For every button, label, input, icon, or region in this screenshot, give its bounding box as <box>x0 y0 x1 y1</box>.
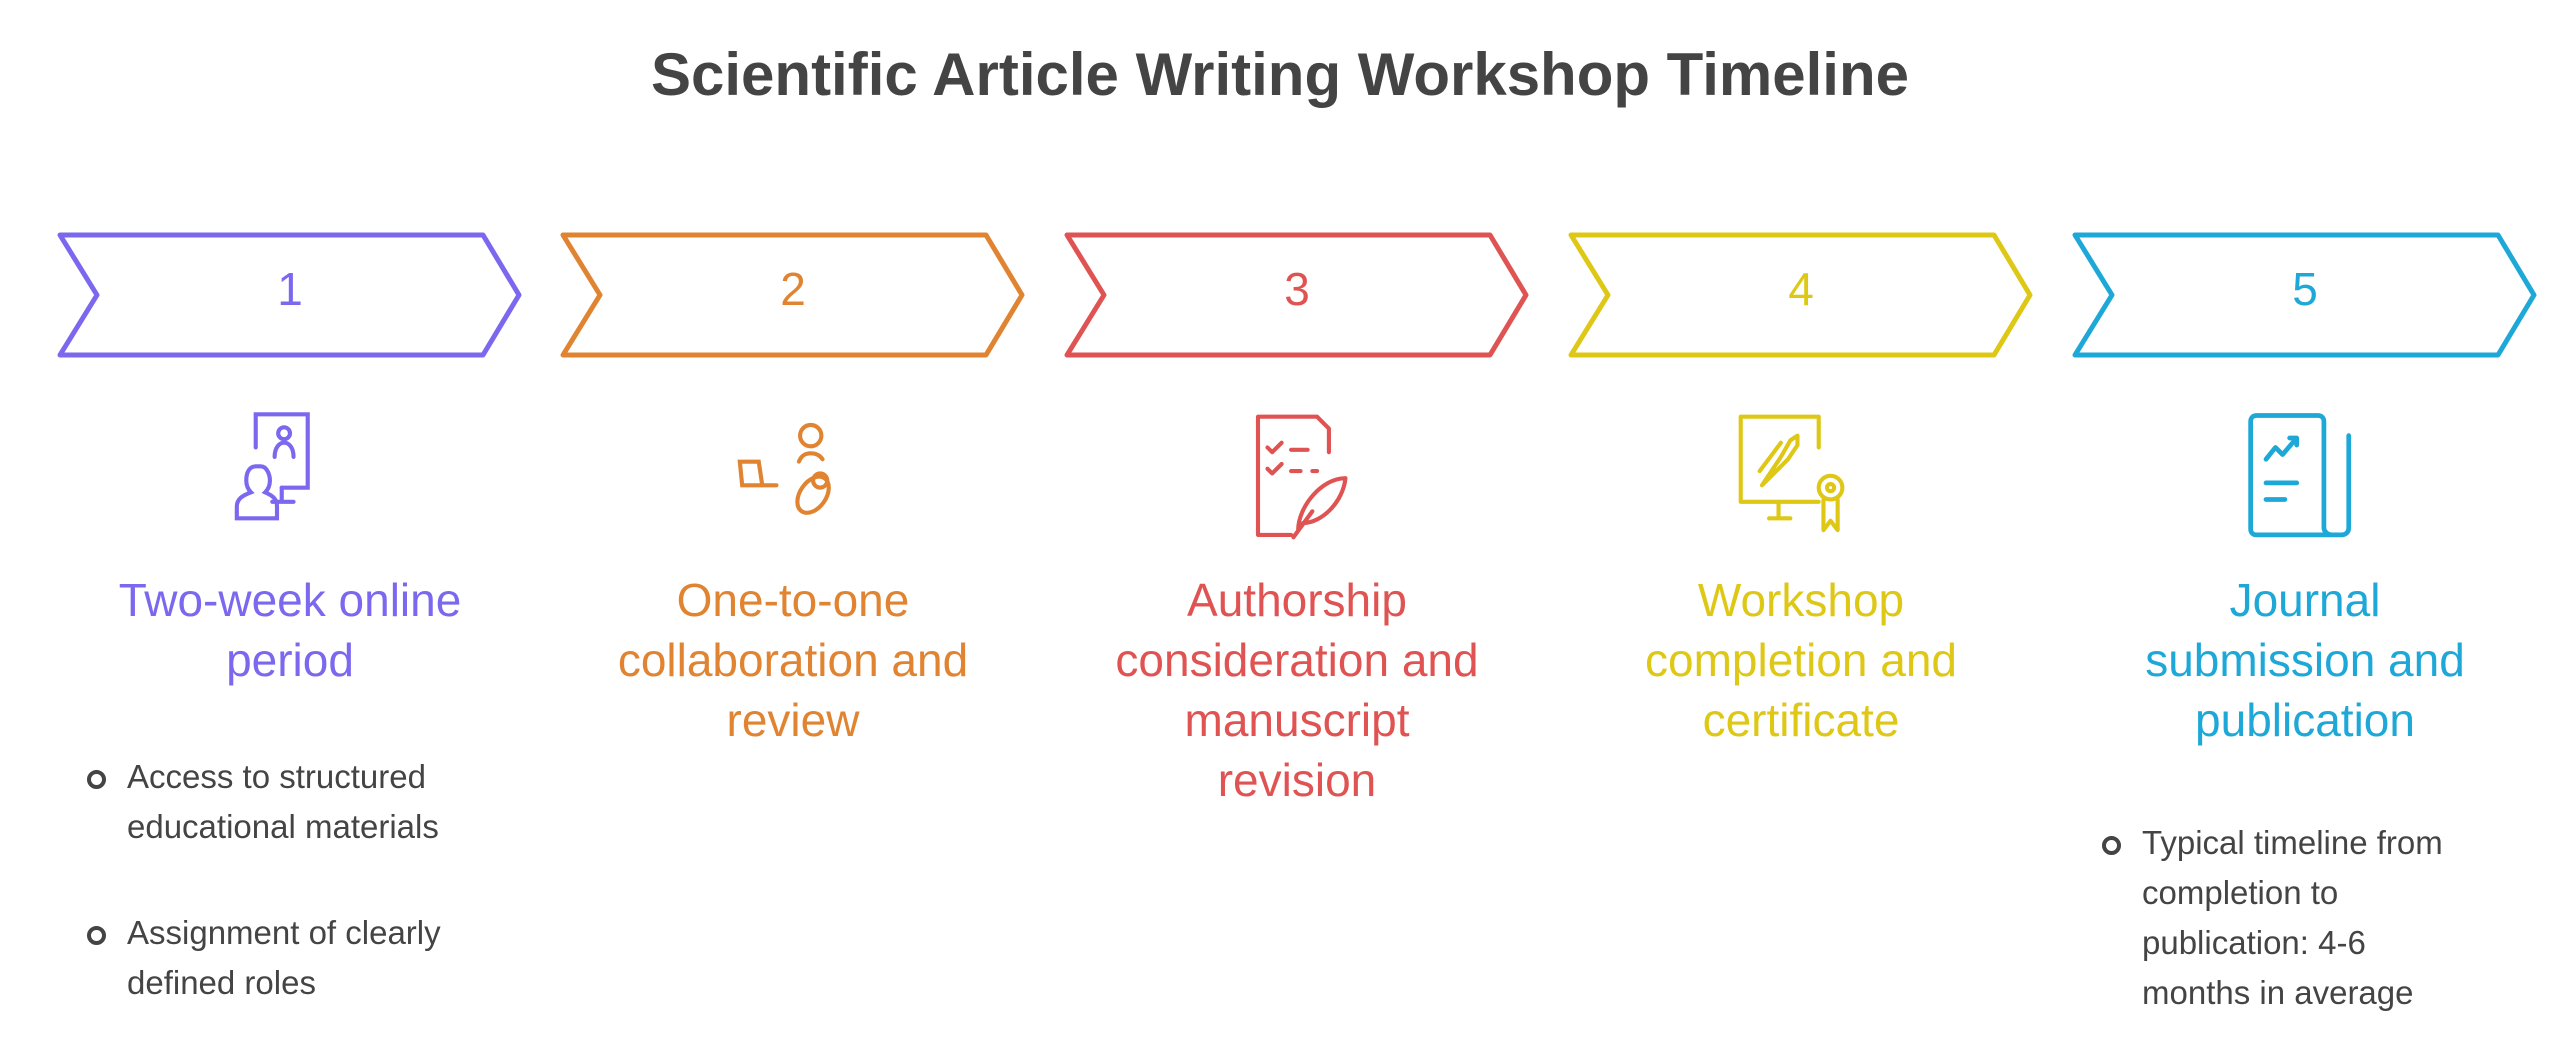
chevron-shape <box>57 232 522 358</box>
step-number: 4 <box>1788 263 1814 315</box>
bullet-item: Typical timeline from completion to publ… <box>2102 818 2482 1018</box>
step-label: Two-week online period <box>118 574 462 686</box>
chevron-shape <box>560 232 1025 358</box>
page-title: Scientific Article Writing Workshop Time… <box>650 41 1909 108</box>
timeline-step-3: 3 Authorship consideration and manuscrip… <box>1064 0 1567 1055</box>
bullet-circle-icon <box>87 926 106 945</box>
bullet-text: Access to structured educational materia… <box>127 758 439 845</box>
certificate-icon <box>1568 412 2034 547</box>
step-number: 5 <box>2292 263 2318 315</box>
step-number: 2 <box>780 263 806 315</box>
step-number: 3 <box>1284 263 1310 315</box>
document-edit-icon <box>1064 412 1530 547</box>
step-label: Authorship consideration and manuscript … <box>1115 574 1479 806</box>
bullet-text: Typical timeline from completion to publ… <box>2142 824 2443 1011</box>
chevron-shape <box>1064 232 1529 358</box>
bullet-circle-icon <box>2102 836 2121 855</box>
online-presentation-icon <box>57 412 523 547</box>
timeline-step-2: 2 One-to-one collaboration and review <box>560 0 1063 1055</box>
collaboration-icon <box>560 412 1026 547</box>
bullet-item: Assignment of clearly defined roles <box>87 908 527 1008</box>
journal-publication-icon <box>2072 412 2538 547</box>
chevron-shape <box>1568 232 2033 358</box>
step-label: Workshop completion and certificate <box>1645 574 1957 746</box>
timeline-step-5: 5 Journal submission and publication Typ… <box>2072 0 2560 1055</box>
chevron-shape <box>2072 232 2537 358</box>
timeline-step-4: 4 Workshop completion and certificate <box>1568 0 2071 1055</box>
bullet-item: Access to structured educational materia… <box>87 752 527 852</box>
timeline-step-1: 1 Two-week online period Access to struc… <box>57 0 560 1055</box>
bullet-text: Assignment of clearly defined roles <box>127 914 441 1001</box>
step-number: 1 <box>277 263 303 315</box>
step-label: One-to-one collaboration and review <box>617 574 969 746</box>
step-label: Journal submission and publication <box>2145 574 2465 746</box>
bullet-circle-icon <box>87 770 106 789</box>
